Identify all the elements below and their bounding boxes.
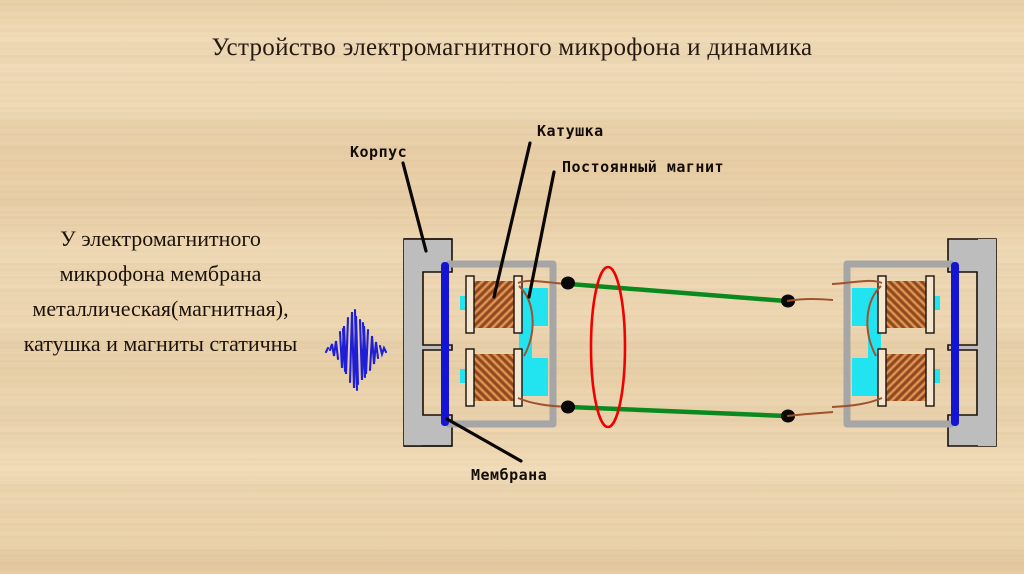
speaker-assembly xyxy=(831,238,997,447)
body-paragraph: У электромагнитного микрофона мембрана м… xyxy=(23,226,298,356)
speaker-lead-wire-upper xyxy=(831,279,883,285)
terminals xyxy=(561,276,834,423)
leader-membrana xyxy=(445,417,523,463)
leader-magnit xyxy=(527,170,556,299)
speaker-lead-wire-lower xyxy=(831,397,883,408)
sound-wave-icon xyxy=(324,308,388,392)
permanent-magnet-lower xyxy=(519,326,548,396)
page-title: Устройство электромагнитного микрофона и… xyxy=(211,34,813,61)
wire-top xyxy=(568,281,787,304)
wire-bottom xyxy=(568,404,787,419)
label-korpus: Корпус xyxy=(350,143,408,161)
coil-link-wire xyxy=(518,285,534,357)
coil-lower xyxy=(465,348,523,407)
speaker-coil-lower xyxy=(877,348,935,407)
speaker-coil-link-wire xyxy=(866,285,882,357)
label-postoyanny-magnit: Постоянный магнит xyxy=(562,158,725,176)
terminal-mic-bottom xyxy=(561,400,575,414)
label-katushka: Катушка xyxy=(537,122,604,140)
lead-wire-lower xyxy=(517,397,569,408)
speaker-membrane-blue-bar xyxy=(951,262,959,426)
membrane-blue-bar xyxy=(441,262,449,426)
label-membrana: Мембрана xyxy=(471,466,548,484)
leader-katushka xyxy=(492,141,532,299)
microphone-housing xyxy=(403,238,453,447)
connecting-wires xyxy=(568,281,787,419)
coil-upper xyxy=(465,275,523,334)
terminal-mic-top xyxy=(561,276,575,290)
microphone-assembly xyxy=(403,238,569,447)
red-ellipse-highlight xyxy=(589,265,627,429)
leader-korpus xyxy=(401,161,428,253)
speaker-housing xyxy=(947,238,997,447)
lead-wire-upper xyxy=(517,279,569,285)
speaker-coil-upper xyxy=(877,275,935,334)
leader-lines xyxy=(401,141,556,463)
speaker-permanent-magnet-lower xyxy=(852,326,881,396)
